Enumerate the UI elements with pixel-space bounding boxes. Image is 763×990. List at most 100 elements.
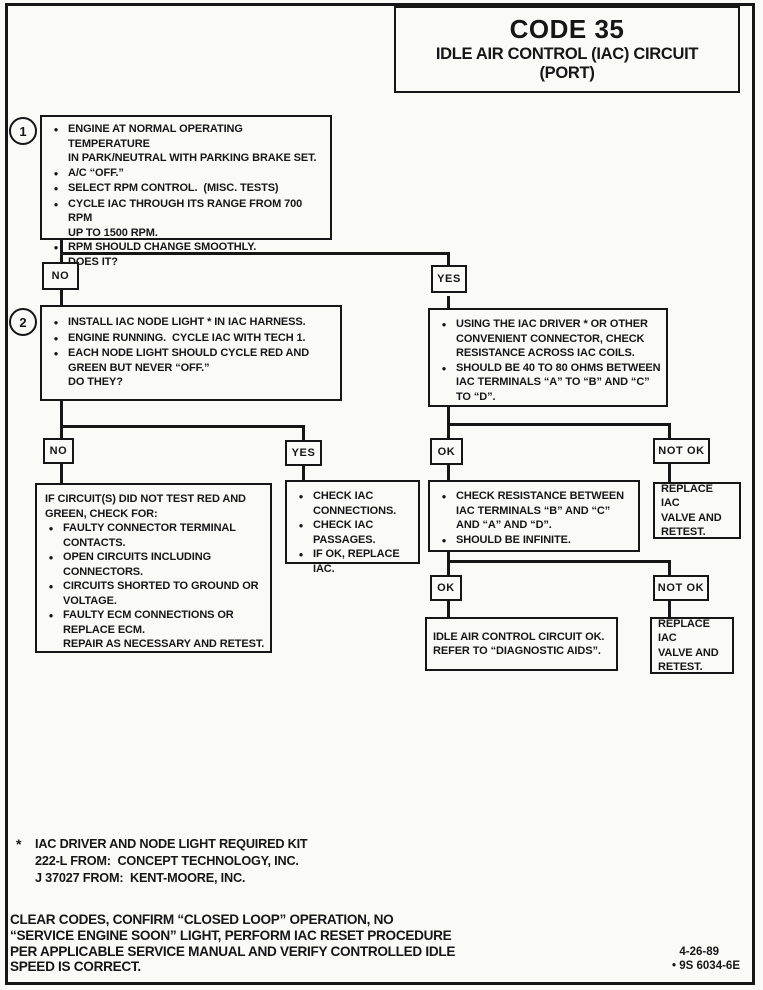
bullet-item: CIRCUITS SHORTED TO GROUND OR VOLTAGE.	[39, 579, 266, 608]
bullet-text: CYCLE IAC THROUGH ITS RANGE FROM 700 RPM…	[68, 197, 303, 239]
branch-label-ok-1: OK	[430, 438, 463, 465]
bullet-item: ENGINE RUNNING. CYCLE IAC WITH TECH 1.	[44, 331, 336, 347]
box-header-text: IF CIRCUIT(S) DID NOT TEST RED AND GREEN…	[45, 493, 246, 520]
title-box: CODE 35 IDLE AIR CONTROL (IAC) CIRCUIT (…	[394, 6, 740, 93]
bullet-icon	[289, 489, 313, 518]
bullet-icon	[289, 518, 313, 547]
footnote-lines: IAC DRIVER AND NODE LIGHT REQUIRED KIT 2…	[35, 836, 308, 887]
bullet-item: USING THE IAC DRIVER * OR OTHER CONVENIE…	[432, 317, 662, 361]
bullet-icon	[44, 166, 68, 182]
bullet-item: CHECK RESISTANCE BETWEEN IAC TERMINALS “…	[432, 489, 634, 533]
bullet-text: IF OK, REPLACE IAC.	[313, 548, 403, 575]
box-text: REPLACE IAC VALVE AND RETEST.	[661, 482, 722, 539]
connector-line	[447, 423, 671, 426]
connector-line	[447, 552, 450, 575]
footnote-line: IAC DRIVER AND NODE LIGHT REQUIRED KIT	[35, 837, 308, 851]
bullet-text: OPEN CIRCUITS INCLUDING CONNECTORS.	[63, 551, 212, 578]
connector-line	[668, 423, 671, 438]
bullet-text: SHOULD BE 40 TO 80 OHMS BETWEEN IAC TERM…	[456, 361, 661, 403]
connector-line	[60, 401, 63, 438]
bullet-icon	[44, 122, 68, 166]
code-number: CODE 35	[509, 14, 625, 44]
branch-label-ok-2: OK	[430, 575, 462, 601]
flow-box-replace-iac-2: REPLACE IAC VALVE AND RETEST.	[650, 617, 734, 674]
connector-line	[60, 289, 63, 305]
bullet-text: RPM SHOULD CHANGE SMOOTHLY. DOES IT?	[68, 241, 257, 268]
flow-box-check-resistance: CHECK RESISTANCE BETWEEN IAC TERMINALS “…	[428, 480, 640, 552]
bullet-icon	[44, 181, 68, 197]
bullet-icon	[432, 317, 456, 361]
connector-line	[302, 425, 305, 440]
connector-line	[447, 465, 450, 480]
footnote-line: J 37027 FROM: KENT-MOORE, INC.	[35, 871, 246, 885]
bullet-icon	[289, 547, 313, 576]
footnote-line: 222-L FROM: CONCEPT TECHNOLOGY, INC.	[35, 854, 299, 868]
asterisk-icon: *	[16, 836, 22, 852]
title-line1: IDLE AIR CONTROL (IAC) CIRCUIT	[435, 45, 699, 63]
branch-label-yes-2: YES	[285, 440, 322, 466]
bullet-icon	[432, 489, 456, 533]
flow-box-idle-ok: IDLE AIR CONTROL CIRCUIT OK. REFER TO “D…	[425, 617, 618, 671]
branch-label-not-ok-1: NOT OK	[653, 438, 710, 464]
bullet-text: CHECK IAC PASSAGES.	[313, 519, 376, 546]
connector-line	[302, 466, 305, 480]
bullet-text: ENGINE RUNNING. CYCLE IAC WITH TECH 1.	[68, 331, 306, 344]
bullet-item: CYCLE IAC THROUGH ITS RANGE FROM 700 RPM…	[44, 197, 326, 241]
flow-box-step1: ENGINE AT NORMAL OPERATING TEMPERATURE I…	[40, 115, 332, 268]
step-number-1: 1	[9, 117, 37, 145]
bullet-item: A/C “OFF.”	[44, 166, 326, 182]
bullet-text: EACH NODE LIGHT SHOULD CYCLE RED AND GRE…	[68, 347, 310, 388]
bullet-icon	[44, 315, 68, 331]
bullet-item: SHOULD BE 40 TO 80 OHMS BETWEEN IAC TERM…	[432, 361, 662, 405]
bullet-icon	[39, 579, 63, 608]
connector-line	[447, 407, 450, 438]
bullet-text: FAULTY ECM CONNECTIONS OR REPLACE ECM. R…	[63, 609, 265, 650]
flow-box-check-iac: CHECK IAC CONNECTIONS. CHECK IAC PASSAGE…	[285, 480, 420, 575]
bullet-icon	[432, 533, 456, 549]
flow-box-step2: INSTALL IAC NODE LIGHT * IN IAC HARNESS.…	[40, 305, 342, 401]
branch-label-not-ok-2: NOT OK	[653, 575, 709, 601]
bullet-item: OPEN CIRCUITS INCLUDING CONNECTORS.	[39, 550, 266, 579]
connector-line	[668, 464, 671, 482]
doc-reference: 4-26-89 • 9S 6034-6E	[600, 946, 740, 973]
doc-number: • 9S 6034-6E	[672, 959, 740, 972]
bullet-icon	[44, 346, 68, 390]
box-text: IDLE AIR CONTROL CIRCUIT OK. REFER TO “D…	[433, 630, 605, 658]
branch-label-yes-1: YES	[431, 265, 467, 293]
bullet-item: RPM SHOULD CHANGE SMOOTHLY. DOES IT?	[44, 240, 326, 269]
flow-box-replace-iac-1: REPLACE IAC VALVE AND RETEST.	[653, 482, 741, 539]
connector-line	[60, 425, 305, 428]
box-text: REPLACE IAC VALVE AND RETEST.	[658, 617, 719, 674]
connector-line	[447, 560, 671, 563]
doc-date: 4-26-89	[679, 946, 719, 958]
connector-line	[447, 296, 450, 308]
bullet-item: ENGINE AT NORMAL OPERATING TEMPERATURE I…	[44, 122, 326, 166]
connector-line	[447, 601, 450, 617]
bullet-text: SHOULD BE INFINITE.	[456, 533, 571, 546]
title-line2: (PORT)	[539, 64, 595, 82]
bullet-text: USING THE IAC DRIVER * OR OTHER CONVENIE…	[456, 318, 648, 359]
step-number-2: 2	[9, 308, 37, 336]
bullet-item: INSTALL IAC NODE LIGHT * IN IAC HARNESS.	[44, 315, 336, 331]
connector-line	[60, 252, 450, 255]
bullet-icon	[44, 331, 68, 347]
bullet-text: A/C “OFF.”	[68, 166, 124, 179]
bullet-text: FAULTY CONNECTOR TERMINAL CONTACTS.	[63, 522, 236, 549]
bullet-icon	[432, 361, 456, 405]
bullet-icon	[44, 197, 68, 241]
flow-box-iac-driver: USING THE IAC DRIVER * OR OTHER CONVENIE…	[428, 308, 668, 407]
connector-line	[668, 601, 671, 617]
bullet-icon	[39, 550, 63, 579]
bullet-text: INSTALL IAC NODE LIGHT * IN IAC HARNESS.	[68, 316, 306, 328]
bullet-item: FAULTY ECM CONNECTIONS OR REPLACE ECM. R…	[39, 608, 266, 652]
bullet-text: ENGINE AT NORMAL OPERATING TEMPERATURE I…	[68, 123, 317, 164]
bullet-icon	[39, 521, 63, 550]
bullet-item: FAULTY CONNECTOR TERMINAL CONTACTS.	[39, 521, 266, 550]
connector-line	[447, 252, 450, 268]
bullet-item: SHOULD BE INFINITE.	[432, 533, 634, 549]
bullet-icon	[39, 608, 63, 652]
bullet-item: SELECT RPM CONTROL. (MISC. TESTS)	[44, 181, 326, 197]
connector-line	[668, 560, 671, 575]
bullet-text: CHECK IAC CONNECTIONS.	[313, 490, 397, 517]
